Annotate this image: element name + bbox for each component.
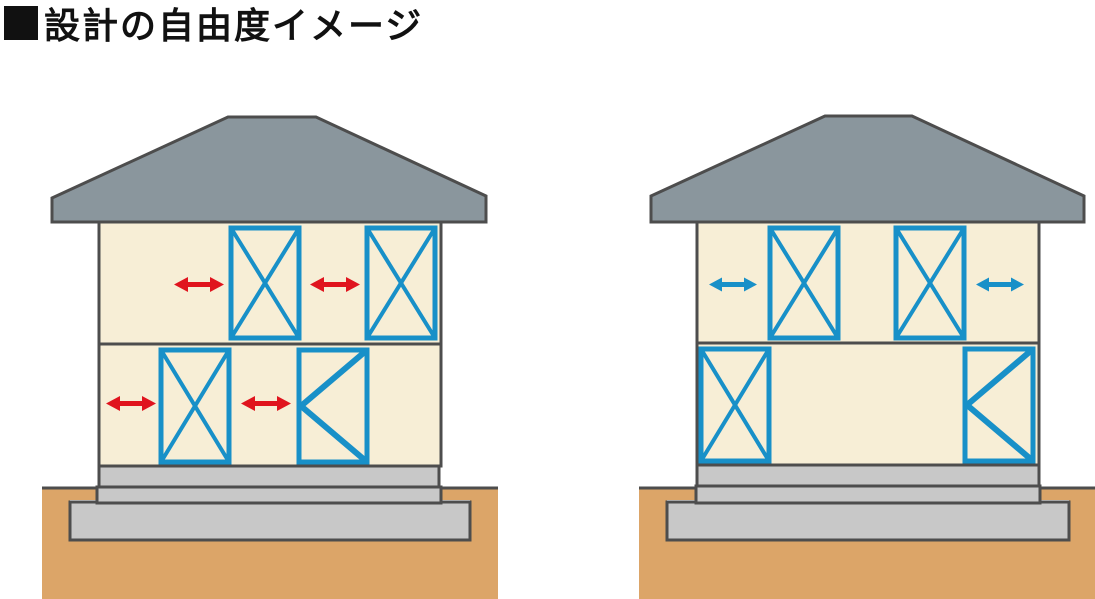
foundation-wall — [694, 484, 1042, 505]
ground — [639, 488, 1095, 599]
page-title-text: 設計の自由度イメージ — [44, 6, 424, 47]
lower-floor-wall — [695, 341, 1041, 467]
x-brace-panel-icon — [158, 347, 232, 465]
foundation-base — [68, 500, 472, 542]
roof — [50, 115, 488, 224]
sill — [97, 464, 441, 489]
double-arrow-icon — [976, 277, 1024, 292]
sill — [695, 463, 1041, 488]
k-brace-panel-icon — [962, 346, 1036, 464]
k-brace-panel-icon — [296, 347, 370, 465]
x-brace-panel-icon — [698, 346, 772, 464]
x-brace-panel-icon — [893, 225, 967, 341]
foundation-wall — [95, 485, 443, 505]
house-diagram-left — [42, 115, 498, 599]
x-brace-panel-icon — [228, 225, 302, 341]
page-title: 設計の自由度イメージ — [4, 0, 424, 47]
black-square-icon — [4, 6, 38, 40]
foundation-base — [665, 500, 1071, 542]
lower-floor-wall — [97, 342, 443, 468]
double-arrow-icon — [241, 396, 291, 411]
double-arrow-icon — [174, 277, 224, 292]
double-arrow-icon — [310, 277, 360, 292]
upper-floor-wall — [97, 220, 443, 346]
house-diagram-right — [639, 114, 1095, 599]
ground — [42, 488, 498, 599]
roof — [649, 114, 1086, 224]
x-brace-panel-icon — [767, 225, 841, 341]
double-arrow-icon — [709, 277, 757, 292]
double-arrow-icon — [106, 396, 156, 411]
x-brace-panel-icon — [364, 225, 438, 341]
